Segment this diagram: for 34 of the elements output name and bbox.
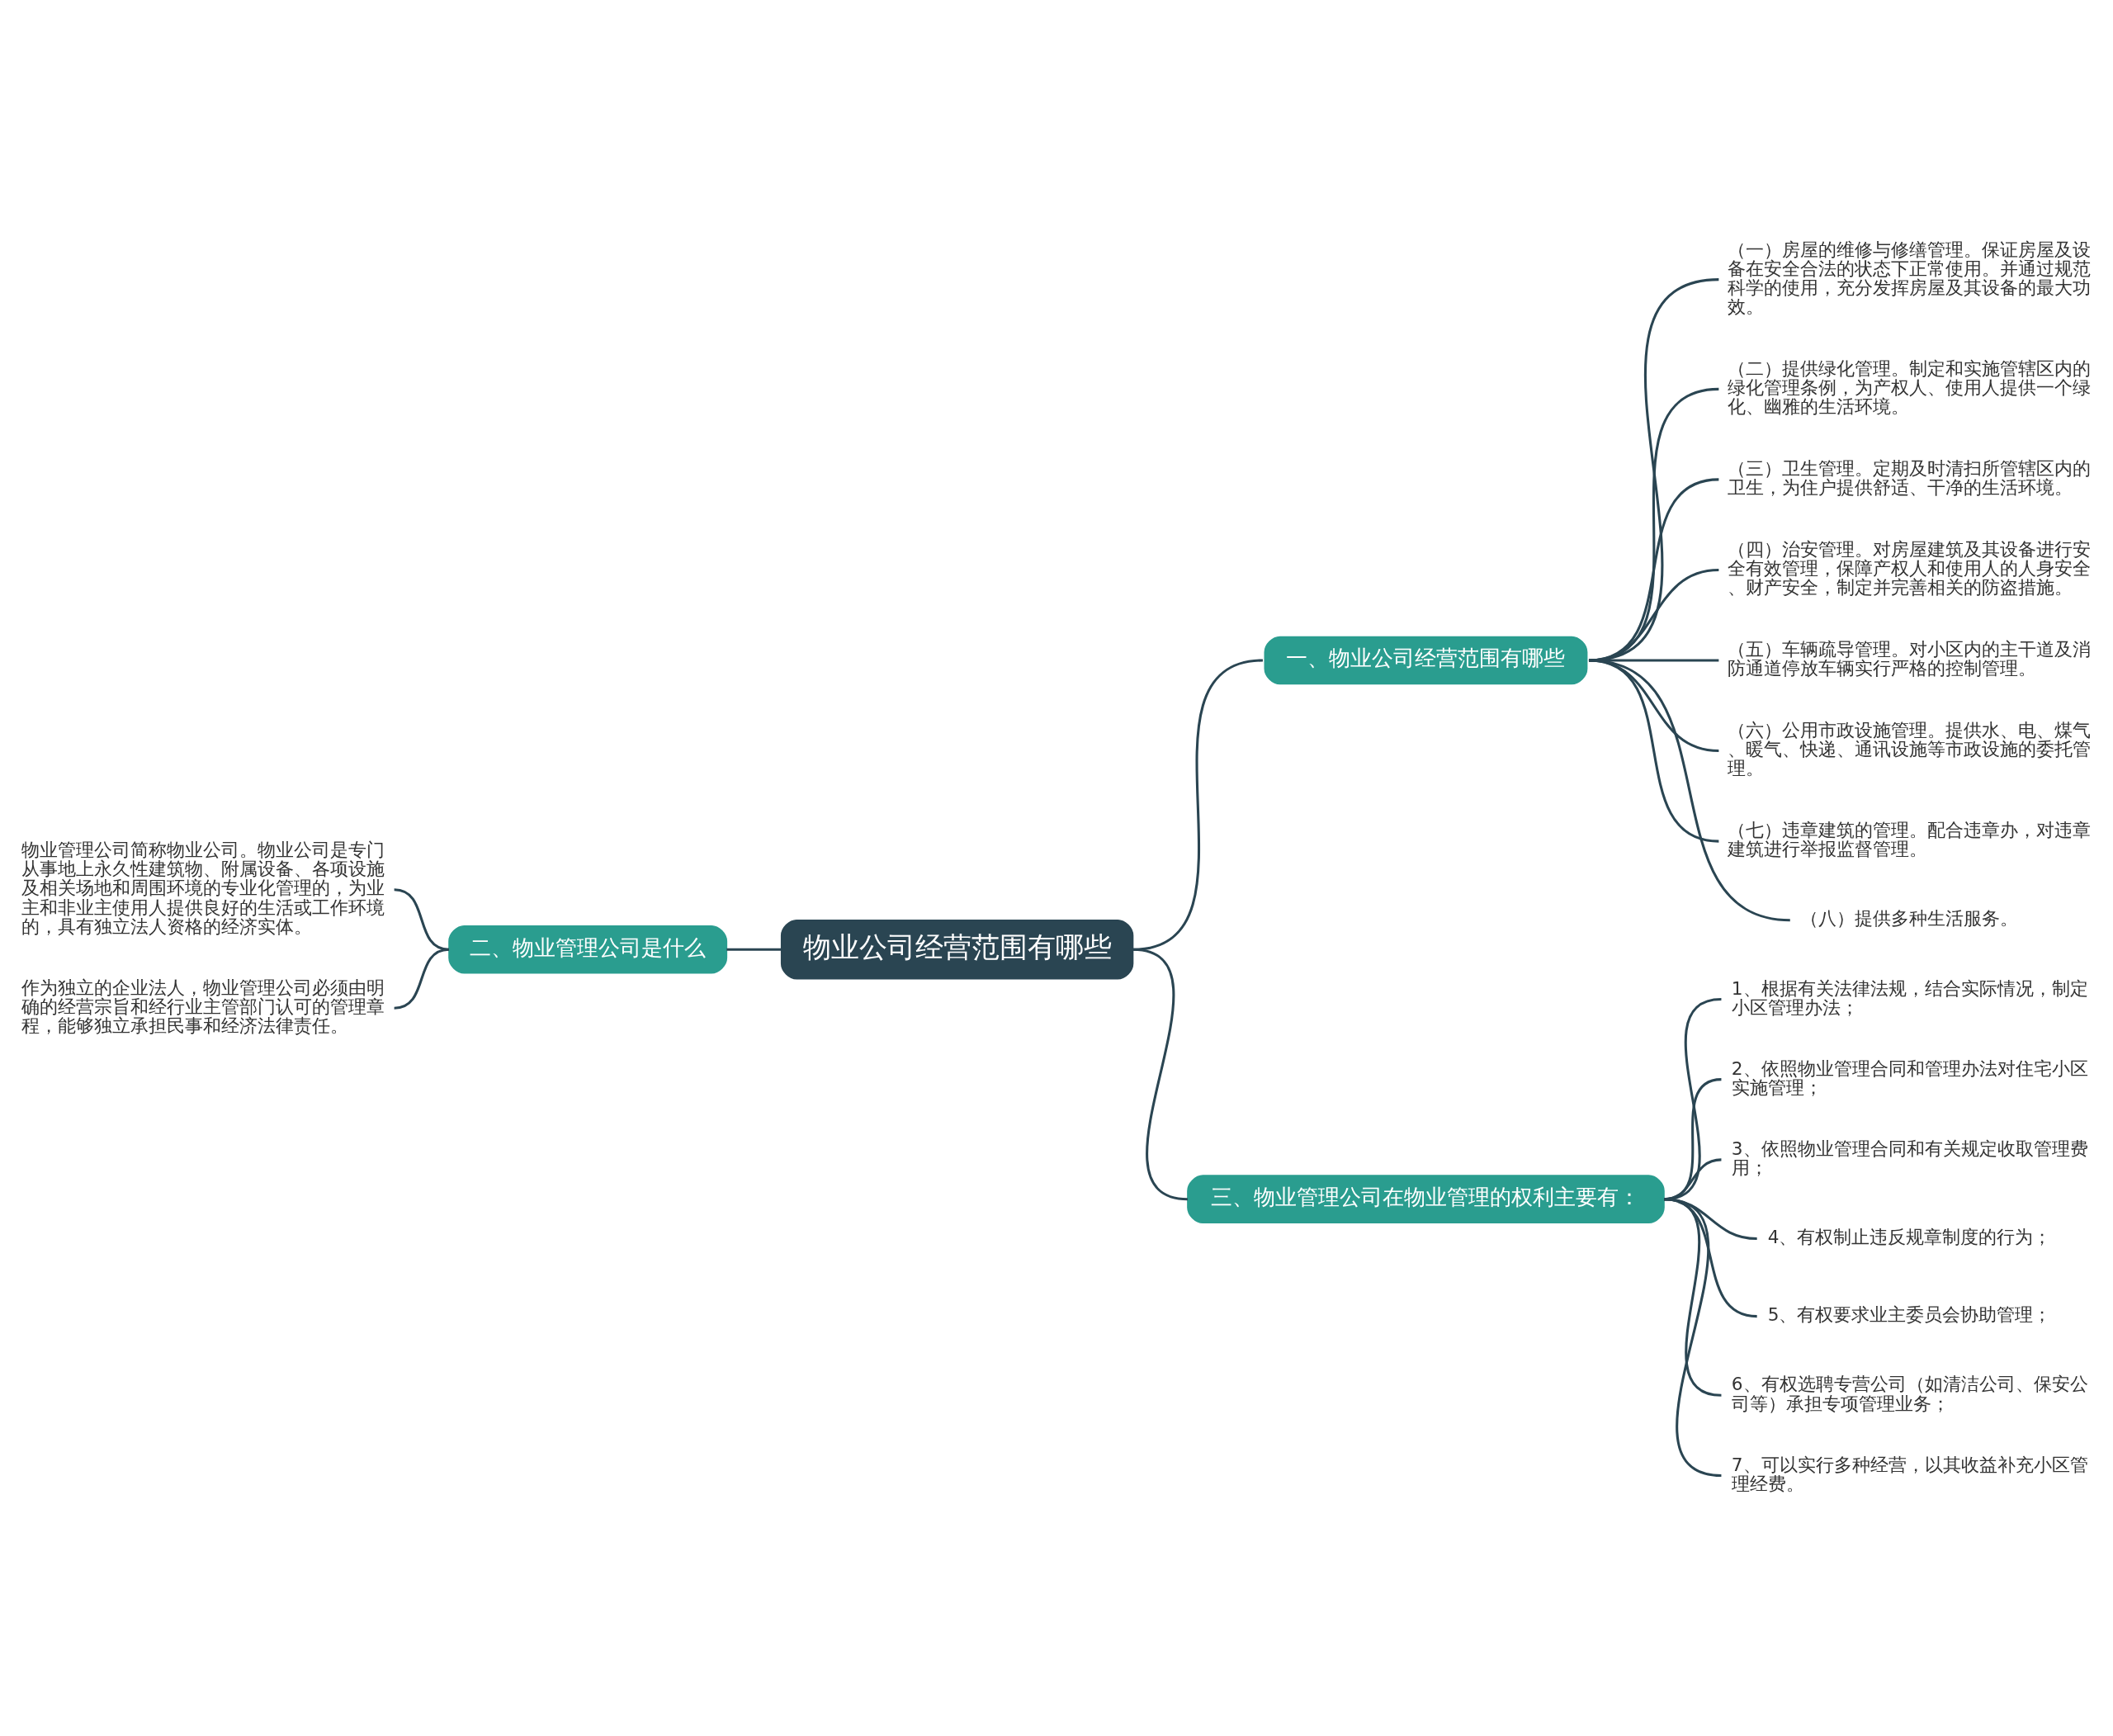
node-box: 一、物业公司经营范围有哪些 bbox=[1264, 636, 1588, 685]
connector bbox=[394, 948, 450, 1010]
connector bbox=[1588, 478, 1719, 662]
connector bbox=[1132, 948, 1189, 1201]
connector bbox=[394, 888, 450, 951]
node-text: 1、根据有关法律法规，结合实际情况，制定小区管理办法； bbox=[1731, 977, 2088, 1018]
node-text: （四）治安管理。对房屋建筑及其设备进行安全有效管理，保障产权人和使用人的人身安全、财产安全，制定并完善相关的防盗措施。 bbox=[1728, 539, 2092, 598]
connector bbox=[1588, 568, 1719, 662]
node-text: （七）违章建筑的管理。配合违章办，对违章建筑进行举报监督管理。 bbox=[1728, 820, 2092, 860]
node-box: 三、物业管理公司在物业管理的权利主要有： bbox=[1187, 1175, 1665, 1223]
connector bbox=[1588, 278, 1719, 662]
node-text: 5、有权要求业主委员会协助管理； bbox=[1767, 1304, 2052, 1326]
connector bbox=[1588, 659, 1719, 843]
node-text: （六）公用市政设施管理。提供水、电、煤气、暖气、快递、通讯设施等市政设施的委托管理。 bbox=[1728, 720, 2092, 779]
node-text: （五）车辆疏导管理。对小区内的主干道及消防通道停放车辆实行严格的控制管理。 bbox=[1728, 639, 2092, 679]
connector bbox=[1588, 387, 1719, 662]
connector bbox=[1663, 1198, 1722, 1477]
node-text: 3、依照物业管理合同和有关规定收取管理费用； bbox=[1731, 1138, 2088, 1179]
connector bbox=[726, 948, 782, 951]
node-text: （八）提供多种生活服务。 bbox=[1800, 908, 2019, 929]
node-box: 物业公司经营范围有哪些 bbox=[780, 920, 1134, 980]
node-text: （一）房屋的维修与修缮管理。保证房屋及设备在安全合法的状态下正常使用。并通过规范科学的使用，充分发挥房屋及其设备的最大功效。 bbox=[1728, 239, 2092, 318]
connector bbox=[1588, 659, 1790, 922]
node-text: （三）卫生管理。定期及时清扫所管辖区内的卫生，为住户提供舒适、干净的生活环境。 bbox=[1728, 458, 2092, 499]
node-text: 6、有权选聘专营公司（如清洁公司、保安公司等）承担专项管理业务； bbox=[1731, 1374, 2088, 1414]
connector bbox=[1588, 659, 1719, 662]
node-text: 7、可以实行多种经营，以其收益补充小区管理经费。 bbox=[1731, 1454, 2088, 1494]
node-text: 物业管理公司简称物业公司。物业公司是专门从事地上永久性建筑物、附属设备、各项设施及相关场地和周围环境的专业化管理的，为业主和非业主使用人提供良好的生活或工作环境的，具有独立法人资格的经济实体。 bbox=[21, 840, 385, 937]
node-text: （二）提供绿化管理。制定和实施管辖区内的绿化管理条例，为产权人、使用人提供一个绿化、幽雅的生活环境。 bbox=[1728, 357, 2092, 418]
node-text: 作为独立的企业法人，物业管理公司必须由明确的经营宗旨和经行业主管部门认可的管理章程，能够独立承担民事和经济法律责任。 bbox=[21, 977, 385, 1037]
connector bbox=[1588, 659, 1719, 753]
node-text: 2、依照物业管理合同和管理办法对住宅小区实施管理； bbox=[1731, 1057, 2088, 1098]
node-text: 4、有权制止违反规章制度的行为； bbox=[1767, 1227, 2052, 1248]
node-box: 二、物业管理公司是什么 bbox=[448, 925, 728, 974]
